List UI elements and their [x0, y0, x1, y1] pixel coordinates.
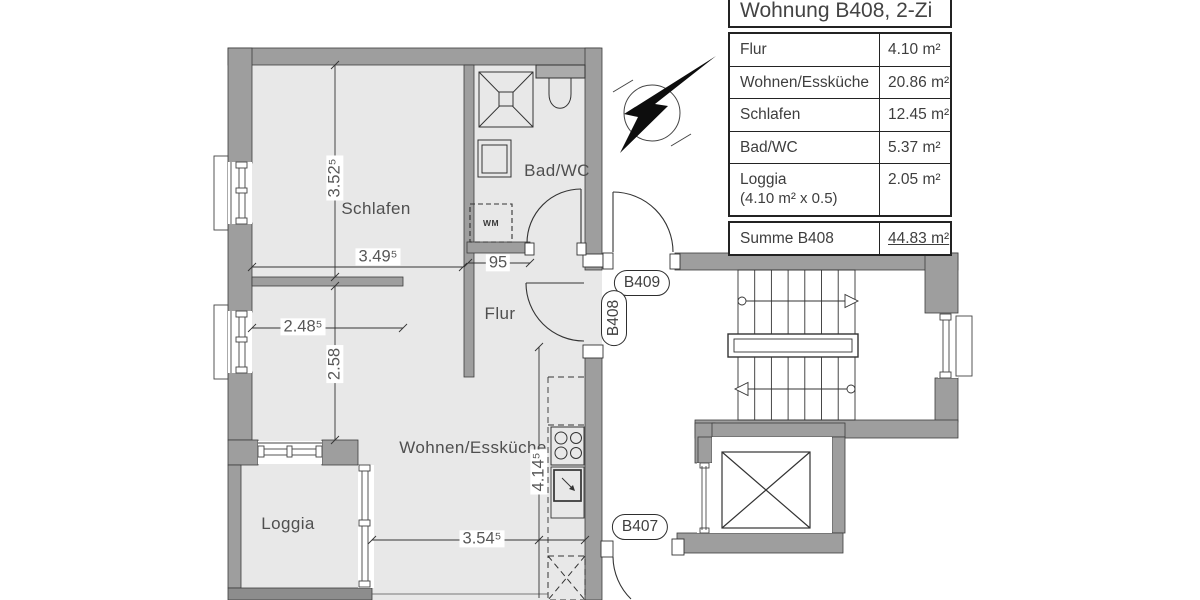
- staircase: [727, 269, 860, 421]
- window-loggia-side: [358, 464, 374, 588]
- window-left-upper: [213, 155, 252, 231]
- sum-value-cell: 44.83 m²: [888, 229, 950, 247]
- table-row-schlafen: Schlafen 12.45 m²: [730, 99, 950, 132]
- washing-machine-icon: [469, 203, 513, 243]
- dim-wohnen-width: 3.54⁵: [459, 530, 505, 548]
- room-label-wohnen: Wohnen/Essküche: [399, 438, 547, 457]
- north-arrow-icon: [612, 56, 716, 153]
- room-label-loggia: Loggia: [261, 514, 315, 533]
- dim-lower-room-height: 2.58: [325, 344, 344, 384]
- tall-cabinet-icon: [547, 555, 586, 600]
- elevator-door-icon: [697, 462, 713, 534]
- room-name-cell: Bad/WC: [730, 131, 880, 164]
- table-row-wohnen: Wohnen/Essküche 20.86 m²: [730, 66, 950, 100]
- window-loggia-top: [257, 441, 323, 464]
- room-label-schlafen: Schlafen: [341, 199, 411, 218]
- kitchen-fixtures: [372, 376, 586, 600]
- stair-direction-arrow-down: [733, 381, 856, 397]
- room-label-bad-wc: Bad/WC: [524, 161, 590, 180]
- dim-lower-room-width: 2.48⁵: [280, 318, 326, 336]
- room-name-cell: Wohnen/Essküche: [730, 66, 880, 99]
- room-area-cell: 4.10 m²: [888, 41, 941, 58]
- room-area-cell: 12.45 m²: [888, 106, 950, 124]
- washing-machine-label: WM: [482, 218, 500, 228]
- washbasin-icon: [477, 139, 512, 178]
- dim-flur-passage: 95: [485, 254, 511, 272]
- door-swings: [525, 188, 674, 600]
- table-row-bad: Bad/WC 5.37 m²: [730, 131, 950, 165]
- room-area-cell: 2.05 m²: [888, 171, 941, 189]
- door-tag-b407: B407: [611, 514, 669, 540]
- elevator-shaft-icon: [721, 451, 811, 529]
- room-name-cell: Schlafen: [730, 99, 880, 131]
- door-b409: [612, 191, 674, 253]
- door-tag-b409: B409: [613, 270, 671, 296]
- area-table-sum-row: Summe B408 44.83 m²: [728, 220, 952, 257]
- room-area-cell: 20.86 m²: [888, 73, 950, 91]
- area-table-title: Wohnung B408, 2-Zi: [728, 0, 952, 28]
- bath-fixtures: [469, 64, 586, 243]
- loggia-sublabel: (4.10 m² x 0.5): [740, 189, 838, 207]
- window-left-lower: [213, 304, 252, 380]
- toilet-icon: [535, 64, 586, 109]
- elevator: [697, 437, 832, 534]
- entrance-door-b408: [525, 282, 585, 342]
- table-row-flur: Flur 4.10 m²: [730, 34, 950, 67]
- table-row-loggia: Loggia (4.10 m² x 0.5) 2.05 m²: [730, 164, 950, 215]
- sum-label-cell: Summe B408: [730, 222, 880, 255]
- shower-icon: [478, 71, 534, 128]
- bath-door: [526, 188, 582, 244]
- dim-wohnen-height: 4.14⁵: [529, 449, 548, 495]
- door-b407: [612, 556, 632, 600]
- sink-icon: [550, 466, 585, 519]
- room-name-cell: Loggia (4.10 m² x 0.5): [730, 164, 880, 215]
- door-jambs: [524, 242, 685, 558]
- stair-direction-arrow-up: [737, 293, 860, 309]
- window-stairwell: [938, 313, 973, 379]
- area-table: Wohnung B408, 2-Zi Flur 4.10 m² Wohnen/E…: [728, 0, 952, 257]
- door-tag-b408: B408: [601, 289, 627, 347]
- dim-schlafen-height: 3.52⁵: [325, 155, 344, 201]
- stove-icon: [550, 426, 585, 466]
- room-area-cell: 5.37 m²: [888, 138, 941, 156]
- loggia-label: Loggia: [740, 171, 787, 189]
- dim-schlafen-width: 3.49⁵: [355, 248, 401, 266]
- room-name-cell: Flur: [730, 34, 880, 66]
- area-table-body: Flur 4.10 m² Wohnen/Essküche 20.86 m² Sc…: [728, 32, 952, 217]
- room-label-flur: Flur: [484, 304, 516, 323]
